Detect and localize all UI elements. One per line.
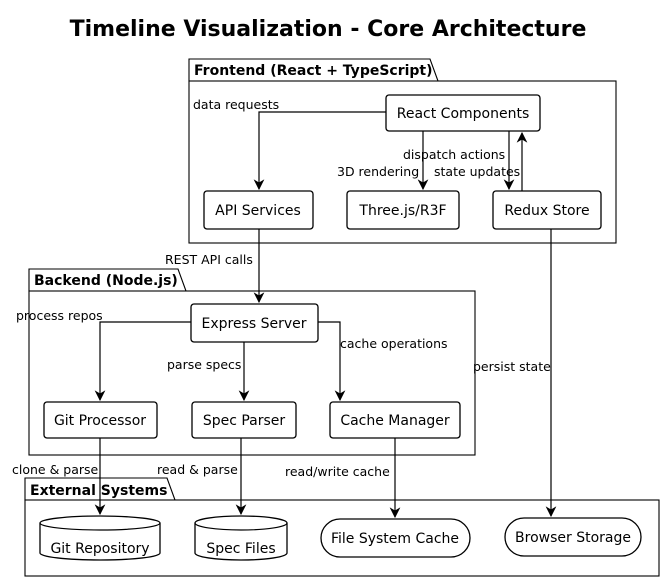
- node-react-components-label: React Components: [397, 106, 530, 122]
- node-express-server: Express Server: [190, 303, 319, 343]
- node-api-services-label: API Services: [215, 203, 301, 219]
- label-state-updates: state updates: [434, 164, 520, 179]
- node-express-server-label: Express Server: [201, 316, 306, 332]
- node-git-processor-label: Git Processor: [54, 413, 146, 429]
- edge-data-requests: [253, 111, 386, 191]
- package-external-label: External Systems: [30, 483, 167, 499]
- node-redux-store: Redux Store: [492, 190, 602, 230]
- node-browser-storage-label: Browser Storage: [515, 530, 631, 546]
- node-spec-files-label: Spec Files: [206, 541, 275, 557]
- package-backend-label: Backend (Node.js): [34, 273, 178, 289]
- label-process-repos: process repos: [16, 308, 103, 323]
- node-threejs: Three.js/R3F: [346, 190, 460, 230]
- label-parse-specs: parse specs: [167, 357, 241, 372]
- node-spec-parser-label: Spec Parser: [203, 413, 286, 429]
- edge-process-repos: [94, 321, 191, 402]
- node-fs-cache: File System Cache: [320, 518, 471, 558]
- node-react-components: React Components: [385, 94, 541, 132]
- label-read-parse: read & parse: [157, 462, 238, 477]
- label-3d-rendering: 3D rendering: [337, 164, 419, 179]
- label-data-requests: data requests: [193, 97, 279, 112]
- label-clone-parse: clone & parse: [12, 462, 99, 477]
- edge-labels: data requests 3D rendering dispatch acti…: [12, 97, 551, 479]
- node-git-processor: Git Processor: [43, 401, 158, 439]
- edge-cache-operations: [318, 321, 346, 402]
- node-threejs-label: Three.js/R3F: [358, 203, 446, 219]
- node-fs-cache-label: File System Cache: [331, 531, 459, 547]
- node-cache-manager-label: Cache Manager: [340, 413, 450, 429]
- node-spec-parser: Spec Parser: [191, 401, 297, 439]
- node-browser-storage: Browser Storage: [504, 517, 642, 557]
- node-api-services: API Services: [203, 190, 314, 230]
- node-git-repository-label: Git Repository: [50, 541, 149, 557]
- node-spec-files: Spec Files: [194, 515, 288, 561]
- package-frontend-label: Frontend (React + TypeScript): [194, 63, 433, 79]
- label-cache-operations: cache operations: [340, 336, 448, 351]
- edges: [94, 111, 557, 519]
- label-persist-state: persist state: [473, 359, 551, 374]
- node-cache-manager: Cache Manager: [329, 401, 461, 439]
- label-read-write-cache: read/write cache: [285, 464, 390, 479]
- label-dispatch-actions: dispatch actions: [403, 147, 505, 162]
- label-rest-api-calls: REST API calls: [165, 252, 253, 267]
- node-redux-store-label: Redux Store: [504, 203, 589, 219]
- diagram-title: Timeline Visualization - Core Architectu…: [70, 17, 587, 42]
- node-git-repository: Git Repository: [39, 515, 161, 561]
